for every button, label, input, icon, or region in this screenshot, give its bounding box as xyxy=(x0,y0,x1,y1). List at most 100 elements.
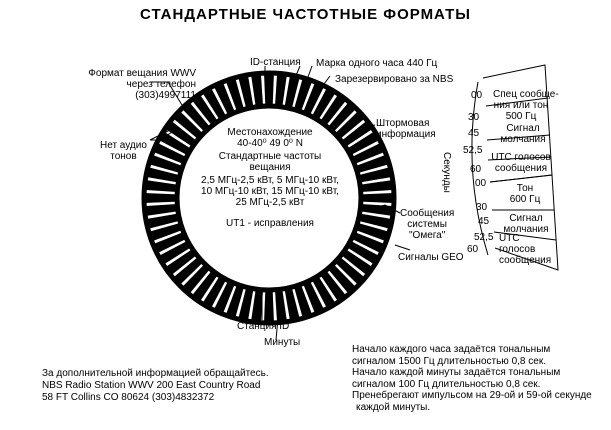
freq-title: Стандартные частоты xyxy=(218,151,322,162)
storm-info-label: Штормовая информация xyxy=(376,118,436,140)
location-title: Местонахождение xyxy=(227,127,313,138)
ut1-corrections: UT1 - исправления xyxy=(226,218,314,229)
ring-minute-segment xyxy=(165,249,197,276)
ring-minute-segment xyxy=(311,87,336,121)
freq-line1: 2,5 МГц-2,5 кВт, 5 МГц-10 кВт, xyxy=(201,175,339,186)
silence-top-segment: Сигнал молчания xyxy=(497,123,549,145)
utc-bottom-line2: голосов xyxy=(499,244,536,255)
ring-minute-segment xyxy=(303,280,325,315)
no-audio-line2: тонов xyxy=(110,151,137,162)
ring-minute-segment xyxy=(158,240,192,265)
reserved-nbs-label: Зарезервировано за NBS xyxy=(335,74,454,85)
freq-subtitle: вещания xyxy=(249,162,291,173)
phone-format-line3: (303)4997111 xyxy=(135,90,196,101)
omega-messages-label: Сообщения системы "Омега" xyxy=(400,208,454,241)
note-line1: Начало каждого часа задаётся тональным xyxy=(352,344,551,355)
tick-top-60: 60 xyxy=(470,164,482,175)
ring-minute-segment xyxy=(152,232,187,254)
ring-minute-segment xyxy=(145,213,180,229)
ring-minute-segment xyxy=(172,110,204,140)
no-audio-line1: Нет аудио xyxy=(100,140,147,151)
tick-bottom-45: 45 xyxy=(478,216,490,227)
tick-bottom-52: 52,5 xyxy=(474,232,494,243)
ring-minute-segment xyxy=(165,120,197,147)
id-station-label: ID-станция xyxy=(250,57,301,68)
center-info: Местонахождение 40-40⁰ 49 0⁰ N Стандартн… xyxy=(190,127,350,229)
ring-minute-segment xyxy=(264,289,274,323)
silence-bottom-line2: молчания xyxy=(503,224,549,235)
contact-line3: 58 FT Collins CO 80624 (303)4832372 xyxy=(42,392,215,403)
clock-ring xyxy=(141,70,397,326)
ring-minute-segment xyxy=(274,289,288,323)
omega-line2: системы xyxy=(407,219,447,230)
hour-mark-label: Марка одного часа 440 Гц xyxy=(316,58,438,69)
ring-minute-segment xyxy=(202,275,227,309)
contact-line1: За дополнительной информацией обращайтес… xyxy=(42,368,269,379)
tick-top-30: 30 xyxy=(468,112,480,123)
ring-minute-segment xyxy=(346,240,380,265)
ring-minute-segment xyxy=(145,167,180,183)
tick-bottom-00: 00 xyxy=(475,178,487,189)
no-audio-label: Нет аудио тонов xyxy=(100,140,147,162)
ring-minute-segment xyxy=(213,280,235,315)
note-line4: сигналом 100 Гц длительностью 0,8 сек. xyxy=(352,378,541,390)
tone-600-segment: Тон 600 Гц xyxy=(505,183,545,205)
seconds-panel xyxy=(471,64,559,271)
ring-minute-segment xyxy=(181,101,211,133)
ring-minute-segment xyxy=(264,73,274,107)
utc-voice-bottom-segment: UTC голосов сообщения xyxy=(499,233,551,266)
ring-minute-segment xyxy=(351,142,386,164)
ring-minute-segment xyxy=(144,179,178,193)
minutes-label: Минуты xyxy=(264,337,301,348)
ring-minute-segment xyxy=(341,249,373,276)
ring-minute-segment xyxy=(360,179,394,193)
note-line6: каждой минуты. xyxy=(356,401,431,413)
contact-line2: NBS Radio Station WWV 200 East Country R… xyxy=(42,380,261,391)
location-value: 40-40⁰ 49 0⁰ N xyxy=(237,138,303,149)
ring-minute-segment xyxy=(238,74,254,109)
ring-minute-segment xyxy=(334,110,366,140)
special-line2: ния или тон xyxy=(493,100,549,111)
ring-minute-segment xyxy=(202,87,227,121)
ring-minute-segment xyxy=(181,263,211,295)
silence-bottom-line1: Сигнал xyxy=(509,213,543,224)
phone-format-line1: Формат вещания WWV xyxy=(88,68,196,79)
ring-minute-segment xyxy=(191,94,218,126)
phone-format-label: Формат вещания WWV через телефон (303)49… xyxy=(86,68,196,101)
note-line3: Начало каждой минуты задаётся тональным xyxy=(352,367,561,378)
ring-minute-segment xyxy=(351,232,386,254)
seconds-axis-label: Секунды xyxy=(441,152,452,193)
ring-minute-segment xyxy=(225,284,245,319)
note-line5: Пренебрегают импульсом на 29-ой и 59-ой … xyxy=(352,390,592,401)
ring-minute-segment xyxy=(358,167,393,183)
ring-minute-segment xyxy=(144,203,178,217)
ring-minute-segment xyxy=(284,74,300,109)
ring-minute-segment xyxy=(293,284,313,319)
contact-info: За дополнительной информацией обращайтес… xyxy=(42,368,269,404)
tick-top-00: 00 xyxy=(471,90,483,101)
tick-bottom-60: 60 xyxy=(467,244,479,255)
tick-bottom-30: 30 xyxy=(476,202,488,213)
ring-minute-segment xyxy=(360,203,394,217)
special-line3: 500 Гц xyxy=(505,111,537,122)
ring-minute-segment xyxy=(213,81,235,116)
utc-bottom-line3: сообщения xyxy=(499,255,552,266)
storm-info-line2: информация xyxy=(376,129,436,140)
ring-minute-segment xyxy=(334,256,366,286)
ring-minute-segment xyxy=(358,213,393,229)
ring-outer-edge xyxy=(141,70,397,326)
ring-minute-segment xyxy=(148,222,183,242)
special-line1: Спец сообще- xyxy=(493,89,559,100)
ring-minute-segment xyxy=(158,131,192,156)
tone-line2: 600 Гц xyxy=(509,194,541,205)
silence-bottom-segment: Сигнал молчания xyxy=(500,213,552,235)
ring-minute-segment xyxy=(355,222,390,242)
tone-line1: Тон xyxy=(516,183,534,194)
ring-minute-segment xyxy=(250,73,264,107)
ring-minute-segment xyxy=(360,193,394,203)
ring-minute-segment xyxy=(320,94,347,126)
ring-minute-segment xyxy=(346,131,380,156)
ring-minute-segment xyxy=(293,77,313,112)
phone-format-line2: через телефон xyxy=(126,79,196,90)
